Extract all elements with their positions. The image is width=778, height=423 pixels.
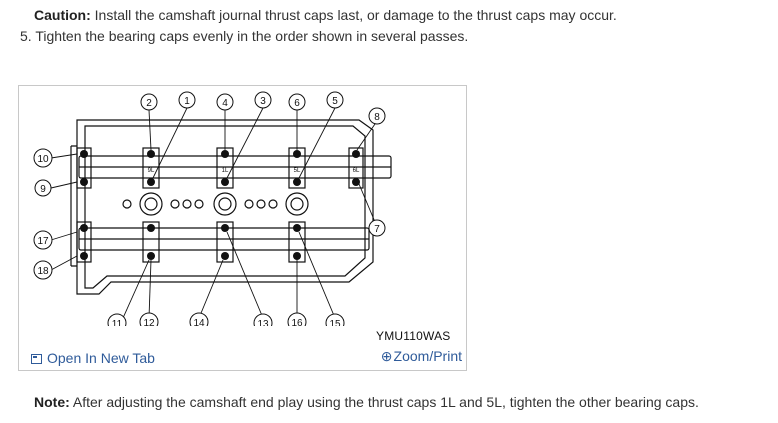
open-in-new-tab-link[interactable]: Open In New Tab: [31, 350, 155, 366]
figure-panel: 9L 1L 5L 6L 2: [18, 85, 467, 371]
svg-text:13: 13: [257, 319, 269, 326]
callout-10: 10: [33, 148, 53, 168]
callout-3: 3: [254, 91, 272, 109]
svg-text:14: 14: [193, 318, 205, 326]
note-body: After adjusting the camshaft end play us…: [69, 394, 699, 410]
callout-5: 5: [326, 91, 344, 109]
svg-text:5: 5: [332, 96, 338, 107]
note-text: Note: After adjusting the camshaft end p…: [34, 393, 699, 411]
callout-11: 11: [107, 313, 127, 326]
callout-1: 1: [178, 91, 196, 109]
step-5-text: 5. Tighten the bearing caps evenly in th…: [20, 28, 469, 44]
svg-text:9: 9: [40, 184, 46, 195]
callout-12: 12: [139, 312, 159, 326]
zoom-in-icon: ⊕: [380, 348, 393, 364]
callout-18: 18: [33, 260, 53, 280]
callout-17: 17: [33, 230, 53, 250]
callout-2: 2: [140, 93, 158, 111]
callout-8: 8: [368, 107, 386, 125]
callout-16: 16: [287, 312, 307, 326]
svg-text:1: 1: [184, 96, 190, 107]
callout-14: 14: [189, 312, 209, 326]
svg-text:12: 12: [143, 318, 155, 326]
svg-text:4: 4: [222, 98, 228, 109]
camshaft-bearing-cap-diagram: 9L 1L 5L 6L 2: [33, 91, 392, 326]
callout-13: 13: [253, 313, 273, 326]
caution-label: Caution:: [34, 7, 91, 23]
svg-text:10: 10: [37, 154, 49, 165]
svg-text:6: 6: [294, 98, 300, 109]
svg-text:3: 3: [260, 96, 266, 107]
note-label: Note:: [34, 394, 70, 410]
svg-text:2: 2: [146, 98, 152, 109]
figure-code: YMU110WAS: [376, 329, 451, 343]
callout-15: 15: [325, 313, 345, 326]
cap-marking: 6L: [353, 168, 360, 174]
svg-text:11: 11: [112, 319, 123, 326]
callout-6: 6: [288, 93, 306, 111]
new-tab-icon: [31, 354, 42, 364]
cap-marking: 1L: [222, 168, 229, 174]
svg-text:15: 15: [329, 319, 341, 326]
open-tab-label: Open In New Tab: [47, 350, 155, 366]
caution-text: Caution: Install the camshaft journal th…: [34, 6, 617, 24]
caution-body: Install the camshaft journal thrust caps…: [90, 7, 617, 23]
callout-9: 9: [34, 179, 52, 197]
svg-text:8: 8: [374, 112, 380, 123]
cap-marking: 9L: [148, 168, 155, 174]
svg-text:17: 17: [37, 236, 49, 247]
svg-text:7: 7: [374, 224, 380, 235]
callout-4: 4: [216, 93, 234, 111]
zoom-print-link[interactable]: ⊕Zoom/Print: [381, 348, 462, 365]
callout-7: 7: [368, 219, 386, 237]
svg-text:18: 18: [37, 266, 49, 277]
cap-marking: 5L: [294, 168, 301, 174]
svg-text:16: 16: [291, 318, 303, 326]
zoom-print-label: Zoom/Print: [393, 348, 462, 364]
